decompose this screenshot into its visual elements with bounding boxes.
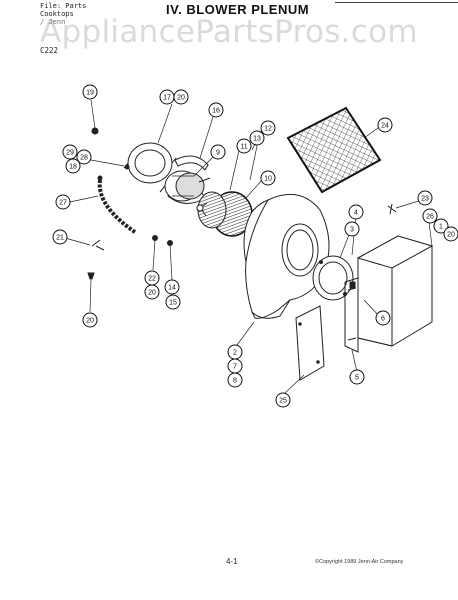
callout-27: 27 bbox=[55, 194, 71, 210]
svg-text:16: 16 bbox=[212, 108, 220, 115]
svg-text:5: 5 bbox=[355, 375, 359, 382]
svg-text:28: 28 bbox=[80, 155, 88, 162]
wire-harness bbox=[97, 175, 137, 234]
callout-21: 21 bbox=[52, 229, 68, 245]
callout-11: 11 bbox=[236, 138, 252, 154]
svg-text:20: 20 bbox=[148, 290, 156, 297]
svg-text:13: 13 bbox=[253, 136, 261, 143]
callout-20: 20 bbox=[173, 89, 189, 105]
callout-23: 23 bbox=[417, 190, 433, 206]
svg-text:3: 3 bbox=[350, 227, 354, 234]
svg-text:26: 26 bbox=[426, 214, 434, 221]
callout-1: 1 bbox=[433, 218, 449, 234]
callout-2: 2 bbox=[227, 344, 243, 360]
header-rule bbox=[335, 2, 458, 3]
callout-25: 25 bbox=[275, 392, 291, 408]
svg-text:25: 25 bbox=[279, 398, 287, 405]
subcategory-label: / Jenn bbox=[40, 18, 66, 26]
callout-22: 22 bbox=[144, 270, 160, 286]
callout-14: 14 bbox=[164, 279, 180, 295]
callout-19: 19 bbox=[82, 84, 98, 100]
grease-filter bbox=[286, 106, 382, 194]
callout-6: 6 bbox=[375, 310, 391, 326]
callout-8: 8 bbox=[227, 372, 243, 388]
svg-text:22: 22 bbox=[148, 276, 156, 283]
blower-wheel bbox=[196, 191, 253, 237]
callout-15: 15 bbox=[165, 294, 181, 310]
svg-text:29: 29 bbox=[66, 150, 74, 157]
svg-text:19: 19 bbox=[86, 90, 94, 97]
category-label: Cooktops bbox=[40, 10, 74, 18]
svg-text:4: 4 bbox=[354, 210, 358, 217]
hardware-screws bbox=[87, 127, 397, 280]
callout-18: 18 bbox=[65, 158, 81, 174]
svg-text:2: 2 bbox=[233, 350, 237, 357]
callout-26: 26 bbox=[422, 208, 438, 224]
callout-12: 12 bbox=[260, 120, 276, 136]
svg-text:1: 1 bbox=[439, 224, 443, 231]
svg-text:12: 12 bbox=[264, 126, 272, 133]
svg-text:10: 10 bbox=[264, 176, 272, 183]
svg-text:8: 8 bbox=[233, 378, 237, 385]
svg-text:20: 20 bbox=[86, 318, 94, 325]
blower-motor bbox=[159, 170, 211, 202]
page-title: IV. BLOWER PLENUM bbox=[166, 2, 310, 17]
callout-24: 24 bbox=[377, 117, 393, 133]
motor-mount-ring bbox=[123, 142, 177, 184]
file-label: File: Parts bbox=[40, 2, 87, 10]
svg-text:24: 24 bbox=[381, 123, 389, 130]
blower-housing bbox=[243, 193, 330, 319]
callout-4: 4 bbox=[348, 204, 364, 220]
svg-text:17: 17 bbox=[163, 95, 171, 102]
callout-16: 16 bbox=[208, 102, 224, 118]
svg-text:14: 14 bbox=[168, 285, 176, 292]
svg-text:20: 20 bbox=[447, 232, 455, 239]
copyright-notice: ©Copyright 1989 Jenn-Air Company bbox=[315, 559, 404, 565]
svg-text:20: 20 bbox=[177, 95, 185, 102]
inlet-ring bbox=[312, 255, 354, 301]
svg-text:9: 9 bbox=[216, 150, 220, 157]
page-number: 4-1 bbox=[226, 557, 238, 566]
svg-text:15: 15 bbox=[169, 300, 177, 307]
svg-text:21: 21 bbox=[56, 235, 64, 242]
cover-plate bbox=[295, 305, 325, 381]
callout-3: 3 bbox=[344, 221, 360, 237]
plenum-box bbox=[344, 235, 434, 353]
svg-text:6: 6 bbox=[381, 316, 385, 323]
callout-20: 20 bbox=[82, 312, 98, 328]
model-code: C222 bbox=[40, 46, 59, 55]
callout-20: 20 bbox=[443, 226, 458, 242]
callout-17: 17 bbox=[159, 89, 175, 105]
callout-28: 28 bbox=[76, 149, 92, 165]
callout-10: 10 bbox=[260, 170, 276, 186]
svg-text:23: 23 bbox=[421, 196, 429, 203]
callout-5: 5 bbox=[349, 369, 365, 385]
svg-text:7: 7 bbox=[233, 364, 237, 371]
svg-text:18: 18 bbox=[69, 164, 77, 171]
part-callouts: 19 17 20 16 29 28 18 9 11 13 12 24 10 27… bbox=[52, 84, 458, 408]
svg-text:11: 11 bbox=[240, 144, 247, 151]
callout-29: 29 bbox=[62, 144, 78, 160]
callout-13: 13 bbox=[249, 130, 265, 146]
callout-9: 9 bbox=[210, 144, 226, 160]
svg-text:27: 27 bbox=[59, 200, 67, 207]
callout-7: 7 bbox=[227, 358, 243, 374]
callout-20: 20 bbox=[144, 284, 160, 300]
